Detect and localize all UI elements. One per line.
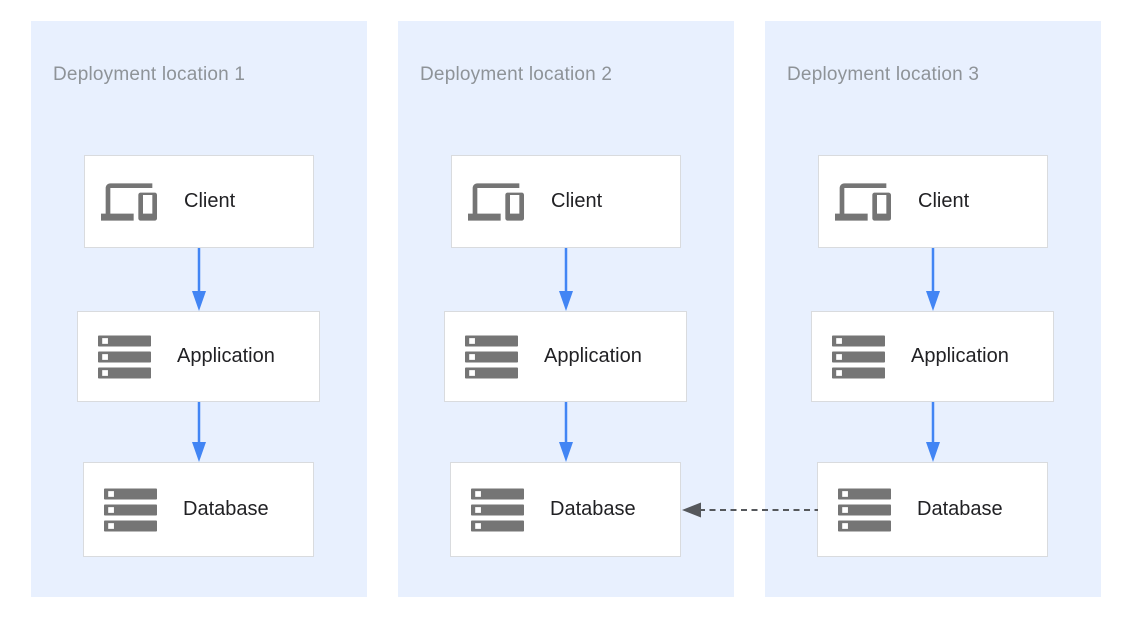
panel-title: Deployment location 3 [787,64,980,85]
database-node-3: Database [817,462,1048,557]
node-label: Application [911,345,1009,367]
node-label: Client [918,190,970,212]
node-label: Application [177,345,275,367]
arrow-application-to-database-3 [926,402,940,462]
node-label: Database [550,498,636,520]
devices-icon [835,174,891,230]
arrow-client-to-application-3 [926,248,940,311]
devices-icon [101,174,157,230]
node-label: Database [183,498,269,520]
server-stack-icon [832,334,885,379]
panel-title: Deployment location 1 [53,64,246,85]
node-label: Application [544,345,642,367]
client-node-3: Client [818,155,1048,248]
server-stack-icon [98,334,151,379]
client-node-2: Client [451,155,681,248]
node-label: Database [917,498,1003,520]
arrow-client-to-application-1 [192,248,206,311]
devices-icon [468,174,524,230]
server-stack-icon [838,487,891,532]
application-node-3: Application [811,311,1054,402]
node-label: Client [184,190,236,212]
arrow-application-to-database-1 [192,402,206,462]
node-label: Client [551,190,603,212]
replication-arrow-database3-to-database2 [682,502,818,518]
deployment-location-1-panel: Deployment location 1 Client Application… [31,21,367,597]
server-stack-icon [104,487,157,532]
panel-title: Deployment location 2 [420,64,613,85]
arrow-client-to-application-2 [559,248,573,311]
application-node-2: Application [444,311,687,402]
database-node-2: Database [450,462,681,557]
client-node-1: Client [84,155,314,248]
server-stack-icon [465,334,518,379]
database-node-1: Database [83,462,314,557]
application-node-1: Application [77,311,320,402]
arrow-application-to-database-2 [559,402,573,462]
server-stack-icon [471,487,524,532]
